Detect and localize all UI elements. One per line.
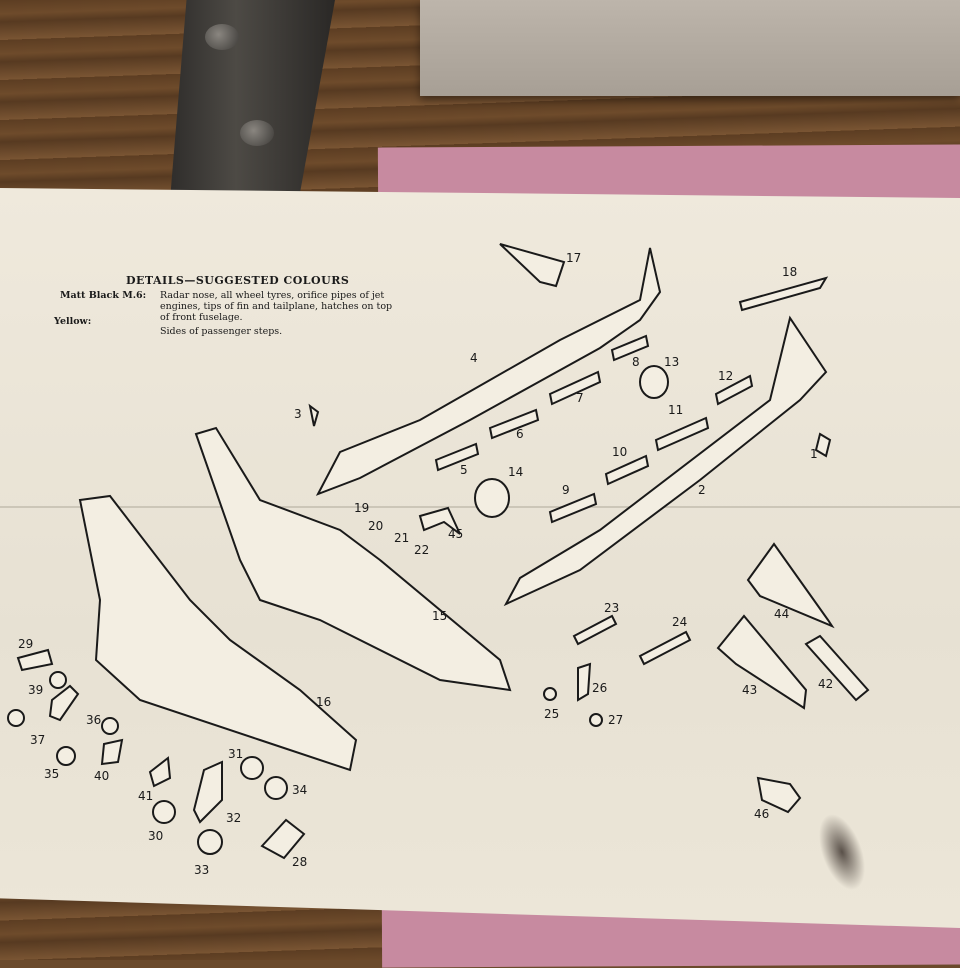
wheel-part	[240, 756, 264, 780]
window-strip	[548, 492, 598, 524]
part-number-label: 1	[810, 447, 818, 461]
gear-part	[100, 738, 124, 766]
colour-desc: Sides of passenger steps.	[160, 326, 283, 337]
part-number-label: 29	[18, 637, 33, 651]
part-number-label: 40	[94, 769, 109, 783]
part-number-label: 6	[516, 427, 524, 441]
part-number-label: 2	[698, 483, 706, 497]
part-number-label: 43	[742, 683, 757, 697]
part-number-label: 28	[292, 855, 307, 869]
part-number-label: 12	[718, 369, 733, 383]
part-number-label: 37	[30, 733, 45, 747]
steps-part	[804, 634, 870, 702]
part-number-label: 16	[316, 695, 331, 709]
part-number-label: 44	[774, 607, 789, 621]
part-number-label: 24	[672, 615, 687, 629]
window-strip	[548, 370, 602, 406]
part-number-label: 9	[562, 483, 570, 497]
screw-icon	[240, 120, 274, 146]
part-number-label: 18	[782, 265, 797, 279]
wheel-part	[49, 671, 67, 689]
part-number-label: 3	[294, 407, 302, 421]
fuselage-part	[503, 315, 828, 607]
small-part	[16, 648, 54, 672]
part-number-label: 36	[86, 713, 101, 727]
part-number-label: 32	[226, 811, 241, 825]
engine-part	[716, 614, 808, 710]
nose-part	[756, 776, 802, 814]
part-number-label: 7	[576, 391, 584, 405]
wing-part	[194, 426, 512, 692]
wheel-part	[7, 709, 25, 727]
hatch-part	[814, 432, 832, 458]
part-number-label: 10	[612, 445, 627, 459]
part-number-label: 15	[432, 609, 447, 623]
part-number-label: 41	[138, 789, 153, 803]
part-number-label: 35	[44, 767, 59, 781]
wheel-part	[543, 687, 557, 701]
part-number-label: 25	[544, 707, 559, 721]
part-number-label: 13	[664, 355, 679, 369]
part-number-label: 46	[754, 807, 769, 821]
window-strip	[604, 454, 650, 486]
window-strip	[488, 408, 540, 440]
sheet-heading: DETAILS—SUGGESTED COLOURS	[126, 274, 350, 287]
window-strip	[714, 374, 754, 406]
gear-part	[48, 684, 80, 722]
rail-part	[572, 614, 618, 646]
part-number-label: 39	[28, 683, 43, 697]
wheel-part	[101, 717, 119, 735]
tail-part	[738, 276, 829, 312]
engine-part	[746, 542, 835, 629]
part-number-label: 17	[566, 251, 581, 265]
gear-part	[192, 760, 223, 824]
rail-part	[638, 630, 692, 666]
wheel-part	[264, 776, 288, 800]
part-number-label: 14	[508, 465, 523, 479]
colour-desc: Radar nose, all wheel tyres, orifice pip…	[160, 290, 393, 323]
fuselage-part	[315, 247, 662, 496]
part-number-label: 20	[368, 519, 383, 533]
wheel-part	[197, 829, 223, 855]
small-part	[260, 818, 306, 860]
window-strip	[654, 416, 710, 452]
part-number-label: 27	[608, 713, 623, 727]
disc-part	[474, 478, 510, 518]
part-number-label: 22	[414, 543, 429, 557]
part-number-label: 33	[194, 863, 209, 877]
wheel-part	[589, 713, 603, 727]
part-number-label: 31	[228, 747, 243, 761]
colour-label: Matt Black M.6:	[60, 290, 147, 301]
cardboard-box	[420, 0, 960, 96]
window-strip	[434, 442, 480, 472]
canopy-part	[418, 506, 461, 535]
fin-part	[499, 243, 566, 288]
window-strip	[610, 334, 650, 362]
part-number-label: 26	[592, 681, 607, 695]
part-number-label: 11	[668, 403, 683, 417]
wheel-part	[152, 800, 176, 824]
part-number-label: 45	[448, 527, 463, 541]
part-number-label: 5	[460, 463, 468, 477]
part-number-label: 19	[354, 501, 369, 515]
gear-part	[577, 662, 592, 702]
part-number-label: 8	[632, 355, 640, 369]
colour-label: Yellow:	[54, 316, 92, 327]
part-number-label: 4	[470, 351, 478, 365]
hatch-part	[308, 403, 320, 427]
disc-part	[639, 365, 669, 399]
part-number-label: 34	[292, 783, 307, 797]
part-number-label: 42	[818, 677, 833, 691]
part-number-label: 30	[148, 829, 163, 843]
screw-icon	[205, 24, 239, 50]
wheel-part	[56, 746, 76, 766]
wing-part	[78, 494, 358, 772]
part-number-label: 21	[394, 531, 409, 545]
part-number-label: 23	[604, 601, 619, 615]
gear-part	[148, 756, 172, 788]
